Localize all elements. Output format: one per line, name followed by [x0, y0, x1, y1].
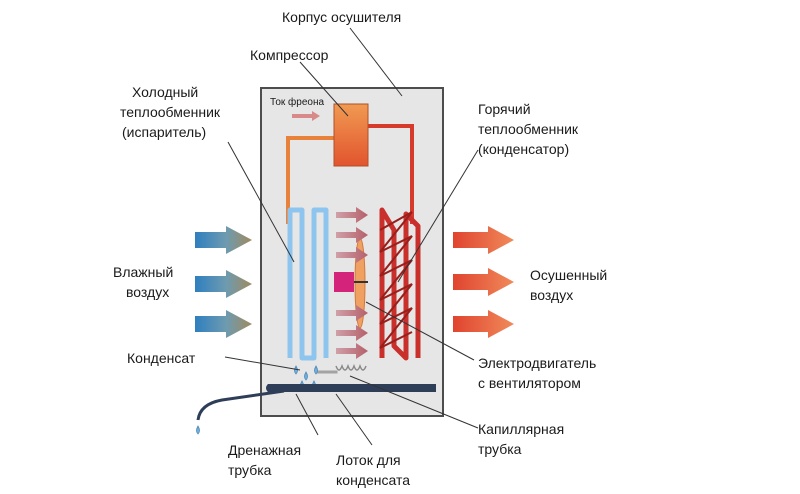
humid-air-arrows — [195, 226, 252, 338]
drain-tube — [196, 389, 285, 421]
label-compressor: Компрессор — [250, 47, 329, 63]
freon-flow-arrow — [292, 111, 320, 121]
label-cold-exchanger-line1: Холодный — [132, 84, 199, 100]
label-condensate: Конденсат — [127, 350, 196, 366]
cold-pipe — [286, 136, 342, 224]
condensate-tray — [266, 384, 436, 392]
inner-airflow-arrows — [336, 207, 368, 359]
label-humid-air-line1: Влажный — [113, 264, 174, 280]
label-tray-line1: Лоток для — [336, 452, 401, 468]
hot-pipe — [362, 124, 414, 224]
label-dry-air-line1: Осушенный — [530, 267, 608, 283]
label-housing: Корпус осушителя — [282, 9, 402, 25]
label-motor-line2: с вентилятором — [478, 375, 581, 391]
compressor-unit — [333, 103, 369, 167]
label-drain-line2: трубка — [228, 462, 272, 478]
label-tray-line2: конденсата — [336, 472, 411, 488]
label-hot-exchanger-line2: теплообменник — [478, 121, 579, 137]
dry-air-arrows — [453, 226, 514, 338]
label-humid-air-line2: воздух — [126, 284, 170, 300]
label-hot-exchanger-line1: Горячий — [478, 101, 531, 117]
refrigerant-pipes — [286, 124, 414, 374]
label-drain-line1: Дренажная — [228, 442, 302, 458]
label-freon-flow: Ток фреона — [270, 97, 325, 108]
capillary-coil — [335, 363, 367, 371]
condenser-zigzag — [379, 211, 413, 349]
condenser-coil — [379, 207, 421, 361]
label-capillary-line1: Капиллярная — [478, 421, 565, 437]
label-dry-air-line2: воздух — [530, 287, 574, 303]
label-hot-exchanger-line3: (конденсатор) — [478, 141, 570, 157]
label-cold-exchanger-line3: (испаритель) — [122, 124, 207, 140]
evaporator-coil — [287, 207, 329, 361]
label-motor-line1: Электродвигатель — [478, 355, 597, 371]
motor-block — [334, 272, 354, 292]
label-cold-exchanger-line2: теплообменник — [120, 104, 221, 120]
label-capillary-line2: трубка — [478, 441, 522, 457]
drain-drop — [196, 425, 200, 435]
leader-lines — [224, 27, 479, 446]
